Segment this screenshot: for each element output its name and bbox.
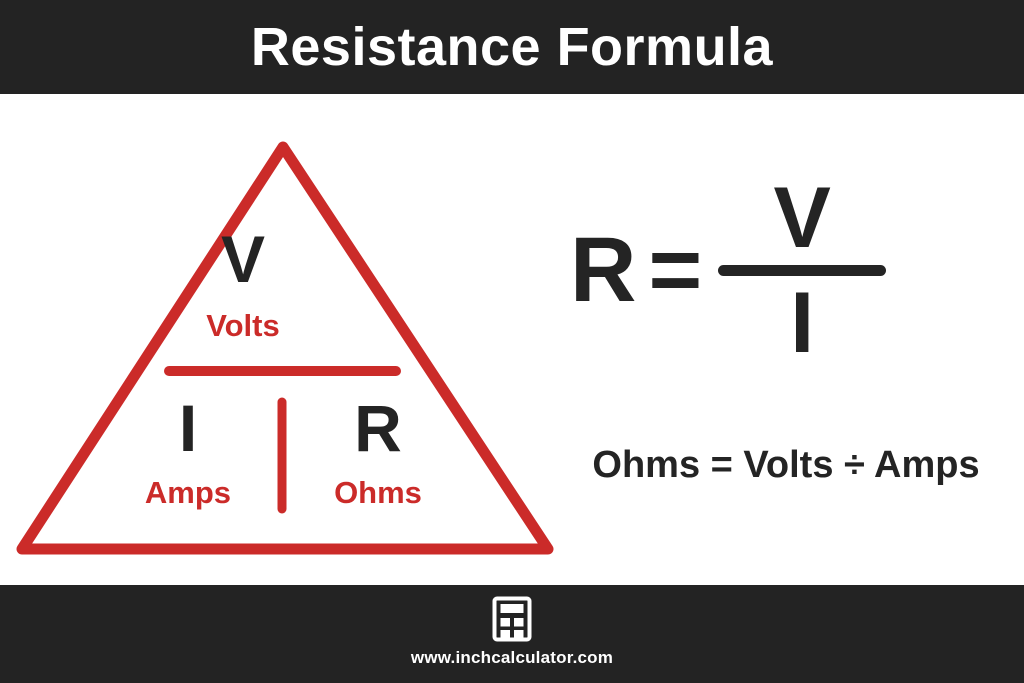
triangle-label-volts: Volts <box>206 308 280 343</box>
header-bar <box>0 0 1024 94</box>
formula-words-equation: Ohms = Volts ÷ Amps <box>592 444 980 486</box>
triangle-label-ohms: Ohms <box>334 475 422 510</box>
formula-triangle-diagram: V Volts I Amps R Ohms <box>14 130 559 560</box>
footer-bar <box>0 585 1024 683</box>
formula-expression: R = V I <box>560 140 1010 400</box>
formula-numerator: V <box>773 169 831 266</box>
formula-fraction-bar <box>718 264 887 276</box>
formula-row: R = V I <box>560 140 1010 400</box>
triangle-symbol-ohms: R <box>354 391 402 465</box>
formula-denominator: I <box>790 274 815 371</box>
formula-fraction: V I <box>718 169 887 371</box>
footer-website-url: www.inchcalculator.com <box>410 648 614 667</box>
footer-icon-wrap <box>0 596 1024 642</box>
triangle-outline-icon <box>16 141 554 555</box>
triangle-symbol-volts: V <box>220 222 266 296</box>
calculator-icon <box>492 596 532 642</box>
formula-left-side: R <box>570 219 637 321</box>
page-title: Resistance Formula <box>250 17 774 77</box>
formula-equals-sign: = <box>648 219 703 321</box>
triangle-label-amps: Amps <box>144 475 232 510</box>
triangle-symbol-amps: I <box>178 391 198 465</box>
